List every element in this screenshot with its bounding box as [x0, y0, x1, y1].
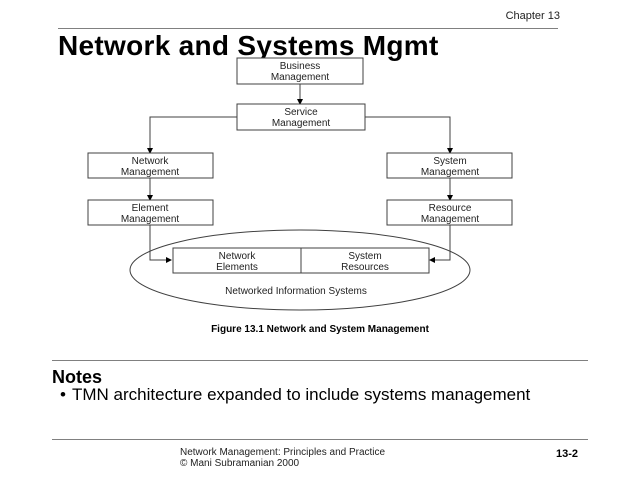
box-element-management	[87, 199, 214, 226]
header-rule	[58, 28, 558, 29]
chapter-label: Chapter 13	[505, 10, 560, 22]
networked-info-systems-ellipse	[129, 229, 471, 311]
footer-copyright: © Mani Subramanian 2000	[180, 458, 300, 469]
element-mgmt-label-1: Element	[132, 203, 169, 214]
page-number: 13-2	[556, 448, 579, 460]
bullet-text: TMN architecture expanded to include sys…	[72, 385, 531, 404]
bullet-icon: •	[60, 385, 66, 404]
footer-rule	[52, 439, 588, 440]
box-service-management	[236, 103, 366, 131]
connector-resource-systemresources	[429, 225, 451, 263]
system-mgmt-label-2: Management	[421, 167, 480, 178]
network-elements-label-2: Elements	[216, 262, 258, 273]
resource-mgmt-label-1: Resource	[429, 203, 472, 214]
service-label-1: Service	[284, 107, 318, 118]
system-resources-label-2: Resources	[341, 262, 389, 273]
connector-service-network	[147, 116, 237, 154]
network-mgmt-label-2: Management	[121, 167, 180, 178]
business-label-2: Management	[271, 72, 330, 83]
resource-mgmt-label-2: Management	[421, 214, 480, 225]
box-system-management	[386, 152, 513, 179]
network-elements-label-1: Network	[219, 251, 257, 262]
ellipse-label: Networked Information Systems	[225, 286, 367, 297]
notes-heading: Notes	[52, 367, 103, 387]
notes-rule	[52, 360, 588, 361]
connector-service-system	[365, 116, 453, 154]
figure-caption: Figure 13.1 Network and System Managemen…	[211, 324, 429, 335]
system-resources-label-1: System	[348, 251, 381, 262]
box-resource-management	[386, 199, 513, 226]
business-label-1: Business	[280, 61, 321, 72]
system-mgmt-label-1: System	[433, 156, 466, 167]
footer-book-title: Network Management: Principles and Pract…	[180, 447, 386, 458]
page-title: Network and Systems Mgmt	[58, 30, 439, 61]
box-system-resources	[300, 247, 430, 274]
network-mgmt-label-1: Network	[132, 156, 170, 167]
service-label-2: Management	[272, 118, 331, 129]
box-network-management	[87, 152, 214, 179]
connector-element-networkelements	[149, 225, 172, 263]
network-systems-diagram: Business Management Service Management N…	[87, 57, 513, 311]
element-mgmt-label-2: Management	[121, 214, 180, 225]
box-business-management	[236, 57, 364, 85]
